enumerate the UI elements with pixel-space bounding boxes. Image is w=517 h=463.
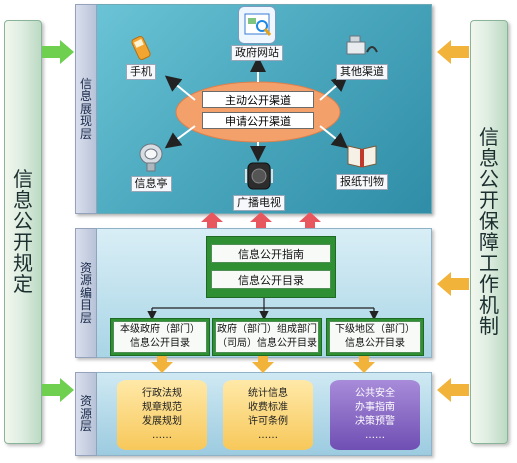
- website-icon: [244, 13, 272, 36]
- node-tv: 广播电视: [226, 155, 292, 211]
- gov-site-label: 政府网站: [231, 45, 283, 61]
- left-side-panel: 信息公开规定: [4, 20, 42, 444]
- orange-arrow-right-mid: [437, 272, 469, 296]
- red-up-arrow-right: [299, 212, 321, 228]
- mobile-phone-icon: [131, 35, 151, 60]
- green-arrow-left-bottom: [42, 378, 74, 402]
- phone-label: 手机: [126, 64, 156, 80]
- node-kiosk: 信息亭: [122, 138, 180, 192]
- orange-arrow-right-top: [437, 40, 469, 64]
- orange-down-arrow-right: [353, 356, 375, 373]
- catalog-layer-label: 资源编目层: [75, 228, 97, 358]
- sub-catalog-box-2: 政府（部门）组成部门 （司局）信息公开目录: [215, 321, 319, 353]
- tv-label: 广播电视: [233, 195, 285, 211]
- book-icon: [347, 145, 377, 168]
- request-channel-bar: 申请公开渠道: [202, 112, 314, 129]
- resource-cylinder-2: 统计信息 收费标准 许可条例 ……: [223, 380, 313, 450]
- left-panel-text: 信息公开规定: [13, 167, 33, 296]
- newspaper-label: 报纸刊物: [336, 174, 388, 190]
- orange-down-arrow-left: [151, 356, 173, 373]
- right-side-panel: 信息公开保障工作机制: [470, 20, 508, 444]
- node-newspaper: 报纸刊物: [332, 136, 392, 190]
- orange-down-arrow-mid: [252, 356, 274, 373]
- right-panel-text: 信息公开保障工作机制: [479, 125, 499, 338]
- kiosk-label: 信息亭: [130, 176, 172, 192]
- node-gov-site: 政府网站: [222, 6, 292, 61]
- sub-catalog-box-1: 本级政府（部门） 信息公开目录: [113, 321, 207, 353]
- resource-layer-label: 资源层: [75, 372, 97, 456]
- resource-cylinder-3: 公共安全 办事指南 决策预警 ……: [330, 380, 420, 450]
- red-up-arrow-left: [201, 212, 223, 228]
- catalog-guide-box: 信息公开指南: [211, 244, 331, 263]
- tv-radio-icon: [245, 162, 273, 190]
- catalog-directory-box: 信息公开目录: [211, 270, 331, 289]
- orange-arrow-right-bottom: [437, 378, 469, 402]
- sub-catalog-box-3: 下级地区（部门） 信息公开目录: [329, 321, 421, 353]
- node-other: 其他渠道: [332, 30, 392, 80]
- resource-cylinder-1: 行政法规 规章规范 发展规划 ……: [117, 380, 207, 450]
- red-up-arrow-mid: [250, 212, 272, 228]
- kiosk-icon: [139, 143, 163, 172]
- other-label: 其他渠道: [336, 64, 388, 80]
- green-arrow-left-top: [42, 40, 74, 64]
- devices-icon: [346, 35, 378, 54]
- node-phone: 手机: [118, 32, 164, 80]
- display-layer-label: 信息展现层: [75, 4, 97, 214]
- active-channel-bar: 主动公开渠道: [202, 91, 314, 108]
